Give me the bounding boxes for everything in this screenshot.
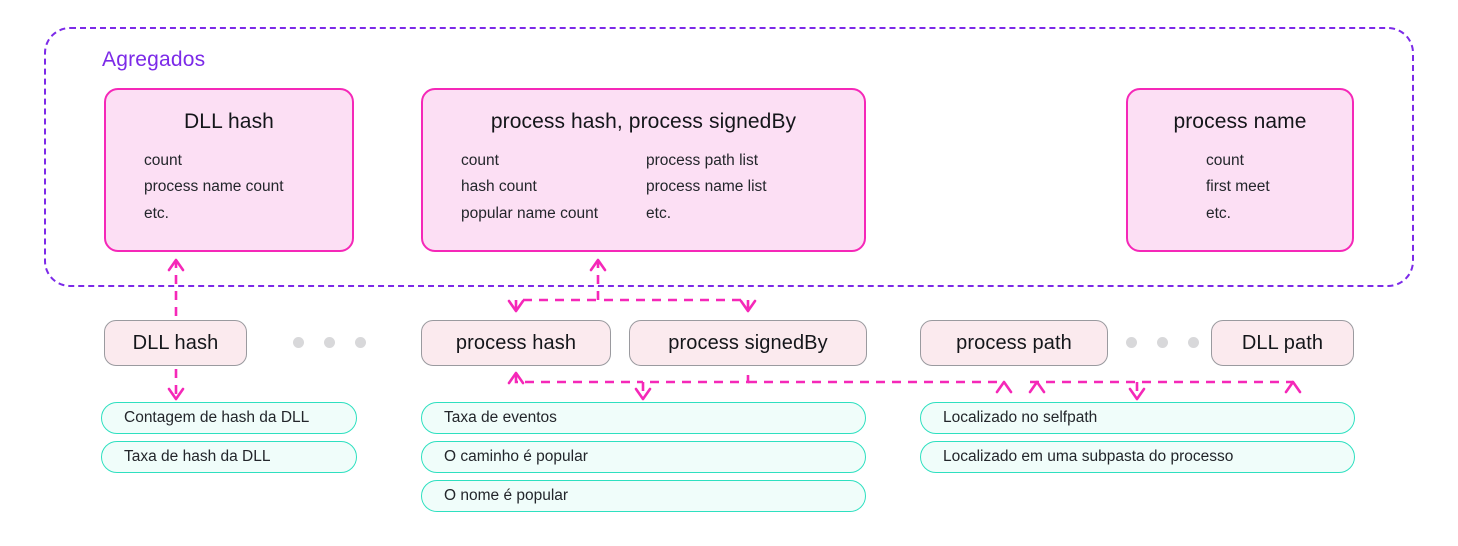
aggregate-card-column: count hash count popular name count [461, 152, 598, 223]
arrowhead-processhash-down-top [507, 299, 525, 313]
feature-pill-contagem-hash-dll[interactable]: Contagem de hash da DLL [101, 402, 357, 434]
aggregate-field: count [461, 152, 499, 169]
field-pill-dll-hash[interactable]: DLL hash [104, 320, 247, 366]
aggregate-field: etc. [144, 204, 169, 222]
aggregate-card-column: count process name count etc. [144, 152, 284, 223]
field-pill-process-signedby[interactable]: process signedBy [629, 320, 867, 366]
feature-pill-localizado-subpasta[interactable]: Localizado em uma subpasta do processo [920, 441, 1355, 473]
feature-pill-caminho-popular[interactable]: O caminho é popular [421, 441, 866, 473]
aggregate-card-columns: count process name count etc. [106, 152, 352, 223]
aggregate-field: process name list [646, 178, 767, 196]
aggregate-card-column: process path list process name list etc. [646, 152, 767, 223]
field-pill-dll-path[interactable]: DLL path [1211, 320, 1354, 366]
wire-processhash-bus [514, 375, 643, 384]
field-pill-process-hash[interactable]: process hash [421, 320, 611, 366]
aggregate-field: etc. [646, 204, 671, 222]
aggregate-card-title: process hash, process signedBy [490, 110, 797, 133]
arrowhead-processpath-up-left [995, 380, 1013, 394]
dot-icon [1157, 337, 1168, 348]
dot-icon [1126, 337, 1137, 348]
wire-signedby-bus [643, 375, 750, 384]
feature-pill-nome-popular[interactable]: O nome é popular [421, 480, 866, 512]
aggregate-field: process name count [144, 178, 284, 196]
feature-pill-taxa-hash-dll[interactable]: Taxa de hash da DLL [101, 441, 357, 473]
aggregate-card-process-hash-signedby[interactable]: process hash, process signedBy count has… [421, 88, 866, 252]
aggregate-card-dll-hash[interactable]: DLL hash count process name count etc. [104, 88, 354, 252]
wire-processhash-join [514, 298, 598, 309]
aggregate-field: first meet [1206, 178, 1270, 196]
aggregate-card-columns: count hash count popular name count proc… [423, 152, 864, 223]
aggregates-container [44, 27, 1414, 287]
dot-icon [355, 337, 366, 348]
ellipsis-dots-left [293, 337, 366, 348]
field-pill-process-path[interactable]: process path [920, 320, 1108, 366]
aggregate-field: count [144, 152, 182, 169]
dot-icon [293, 337, 304, 348]
wire-signedby-join [598, 298, 750, 309]
aggregate-field: hash count [461, 178, 537, 196]
feature-pill-localizado-selfpath[interactable]: Localizado no selfpath [920, 402, 1355, 434]
dot-icon [324, 337, 335, 348]
feature-pill-taxa-eventos[interactable]: Taxa de eventos [421, 402, 866, 434]
aggregate-card-title: process name [1173, 110, 1307, 133]
aggregate-card-column: count first meet etc. [1206, 152, 1270, 223]
aggregate-field: etc. [1206, 204, 1231, 222]
arrowhead-dllhash-down [167, 387, 185, 401]
arrowhead-rightbus-down [1128, 387, 1146, 401]
aggregate-card-columns: count first meet etc. [1128, 152, 1352, 223]
dot-icon [1188, 337, 1199, 348]
arrowhead-processhash-up-bottom [507, 371, 525, 385]
ellipsis-dots-right [1126, 337, 1199, 348]
arrowhead-dllpath-up [1284, 380, 1302, 394]
arrowhead-processpath-up-right [1028, 380, 1046, 394]
aggregate-field: popular name count [461, 204, 599, 222]
arrowhead-midbus-down [634, 387, 652, 401]
aggregate-field: count [1206, 152, 1244, 169]
arrowhead-signedby-down-top [739, 299, 757, 313]
aggregate-card-title: DLL hash [184, 110, 274, 133]
aggregate-card-process-name[interactable]: process name count first meet etc. [1126, 88, 1354, 252]
aggregate-field: process path list [646, 152, 759, 169]
aggregates-title: Agregados [102, 48, 206, 71]
